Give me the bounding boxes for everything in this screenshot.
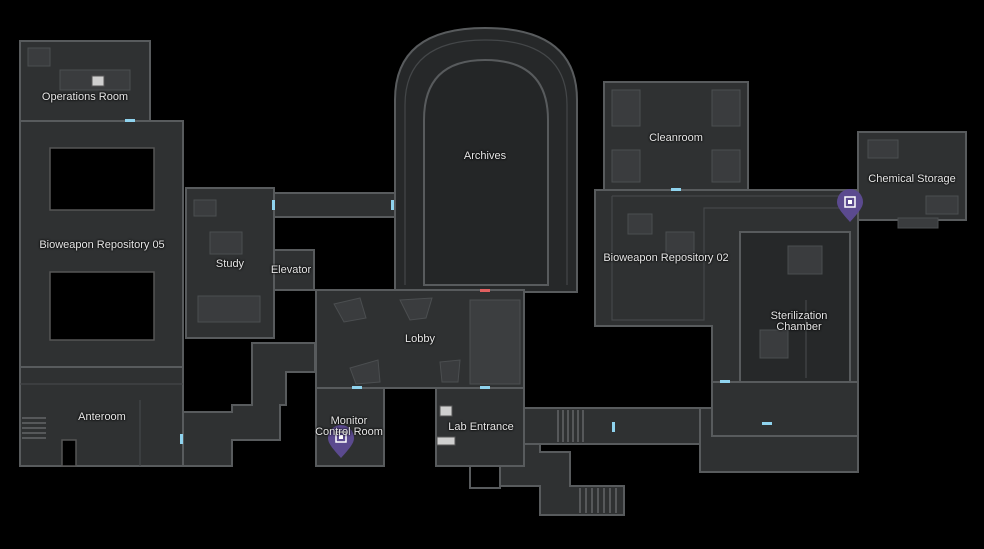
room-sterilization-chamber[interactable] [739, 231, 851, 383]
item-icons [91, 75, 456, 446]
stairs-anteroom [22, 417, 46, 439]
room-monitor-control[interactable] [315, 387, 385, 467]
room-chemical-storage[interactable] [857, 131, 967, 229]
label-archives: Archives [463, 150, 507, 162]
typewriter-icon [439, 405, 453, 417]
label-cleanroom: Cleanroom [649, 132, 703, 144]
room-elevator[interactable] [273, 249, 315, 291]
label-operations-room: Operations Room [41, 91, 129, 103]
room-lobby[interactable] [315, 289, 525, 389]
label-chemical-storage: Chemical Storage [868, 173, 956, 185]
objective-pin-icon[interactable] [328, 425, 354, 458]
label-bioweapon-repository-02: Bioweapon Repository 02 [603, 252, 729, 264]
label-study: Study [215, 258, 245, 270]
room-operations[interactable] [19, 40, 151, 122]
label-anteroom: Anteroom [78, 411, 126, 423]
label-bioweapon-repository-05: Bioweapon Repository 05 [39, 239, 165, 251]
corridor-east-lower [711, 381, 859, 437]
label-sterilization-chamber: Sterilization Chamber [770, 310, 828, 333]
stairs-south [557, 410, 617, 513]
room-anteroom[interactable] [19, 366, 184, 467]
typewriter-icon [91, 75, 105, 87]
room-bioweapon-repository-05[interactable] [19, 120, 184, 368]
doors [125, 119, 772, 444]
room-cleanroom[interactable] [603, 81, 749, 191]
label-lobby: Lobby [405, 333, 435, 345]
corridor-west [182, 342, 316, 467]
objective-pin-icon[interactable] [837, 189, 863, 222]
room-archives[interactable] [394, 26, 578, 293]
label-elevator: Elevator [270, 264, 312, 276]
corridor-study-archives [273, 192, 399, 218]
label-monitor-control-room: Monitor Control Room [315, 415, 383, 438]
room-study[interactable] [185, 187, 275, 339]
item-box-icon [436, 436, 456, 446]
label-lab-entrance: Lab Entrance [448, 421, 514, 433]
